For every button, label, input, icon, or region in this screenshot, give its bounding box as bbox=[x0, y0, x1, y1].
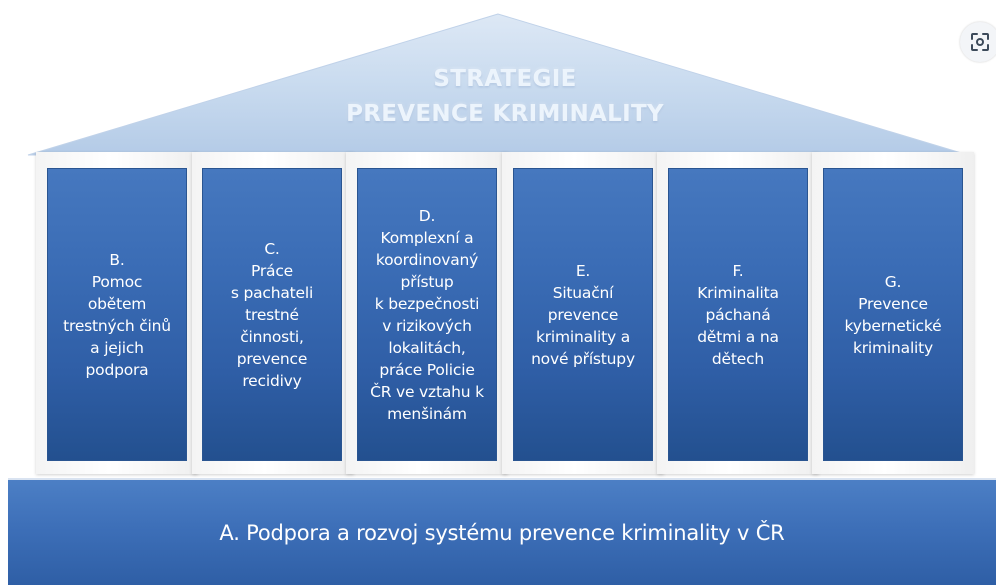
lens-scan-icon bbox=[971, 33, 989, 51]
pillar-f: F. Kriminalita páchaná dětmi a na dětech bbox=[668, 168, 808, 461]
pillar-d-text: D. Komplexní a koordinovaný přístup k be… bbox=[370, 206, 484, 423]
pillar-g-text: G. Prevence kybernetické kriminality bbox=[844, 272, 942, 357]
pillar-e: E. Situační prevence kriminality a nové … bbox=[513, 168, 653, 461]
pillar-g: G. Prevence kybernetické kriminality bbox=[823, 168, 963, 461]
pillar-c: C. Práce s pachateli trestné činnosti, p… bbox=[202, 168, 342, 461]
foundation-text: A. Podpora a rozvoj systému prevence kri… bbox=[219, 521, 785, 545]
roof-title-line1: STRATEGIE bbox=[433, 66, 577, 92]
roof-title-line2: PREVENCE KRIMINALITY bbox=[346, 101, 664, 127]
pillar-d: D. Komplexní a koordinovaný přístup k be… bbox=[357, 168, 497, 461]
pillar-e-text: E. Situační prevence kriminality a nové … bbox=[531, 261, 635, 368]
pillar-f-text: F. Kriminalita páchaná dětmi a na dětech bbox=[697, 261, 779, 368]
pillar-b-text: B. Pomoc obětem trestných činů a jejich … bbox=[63, 250, 171, 379]
lens-scan-button[interactable] bbox=[960, 22, 996, 62]
foundation-base: A. Podpora a rozvoj systému prevence kri… bbox=[8, 478, 996, 585]
pillar-c-text: C. Práce s pachateli trestné činnosti, p… bbox=[230, 239, 314, 390]
pillar-b: B. Pomoc obětem trestných činů a jejich … bbox=[47, 168, 187, 461]
